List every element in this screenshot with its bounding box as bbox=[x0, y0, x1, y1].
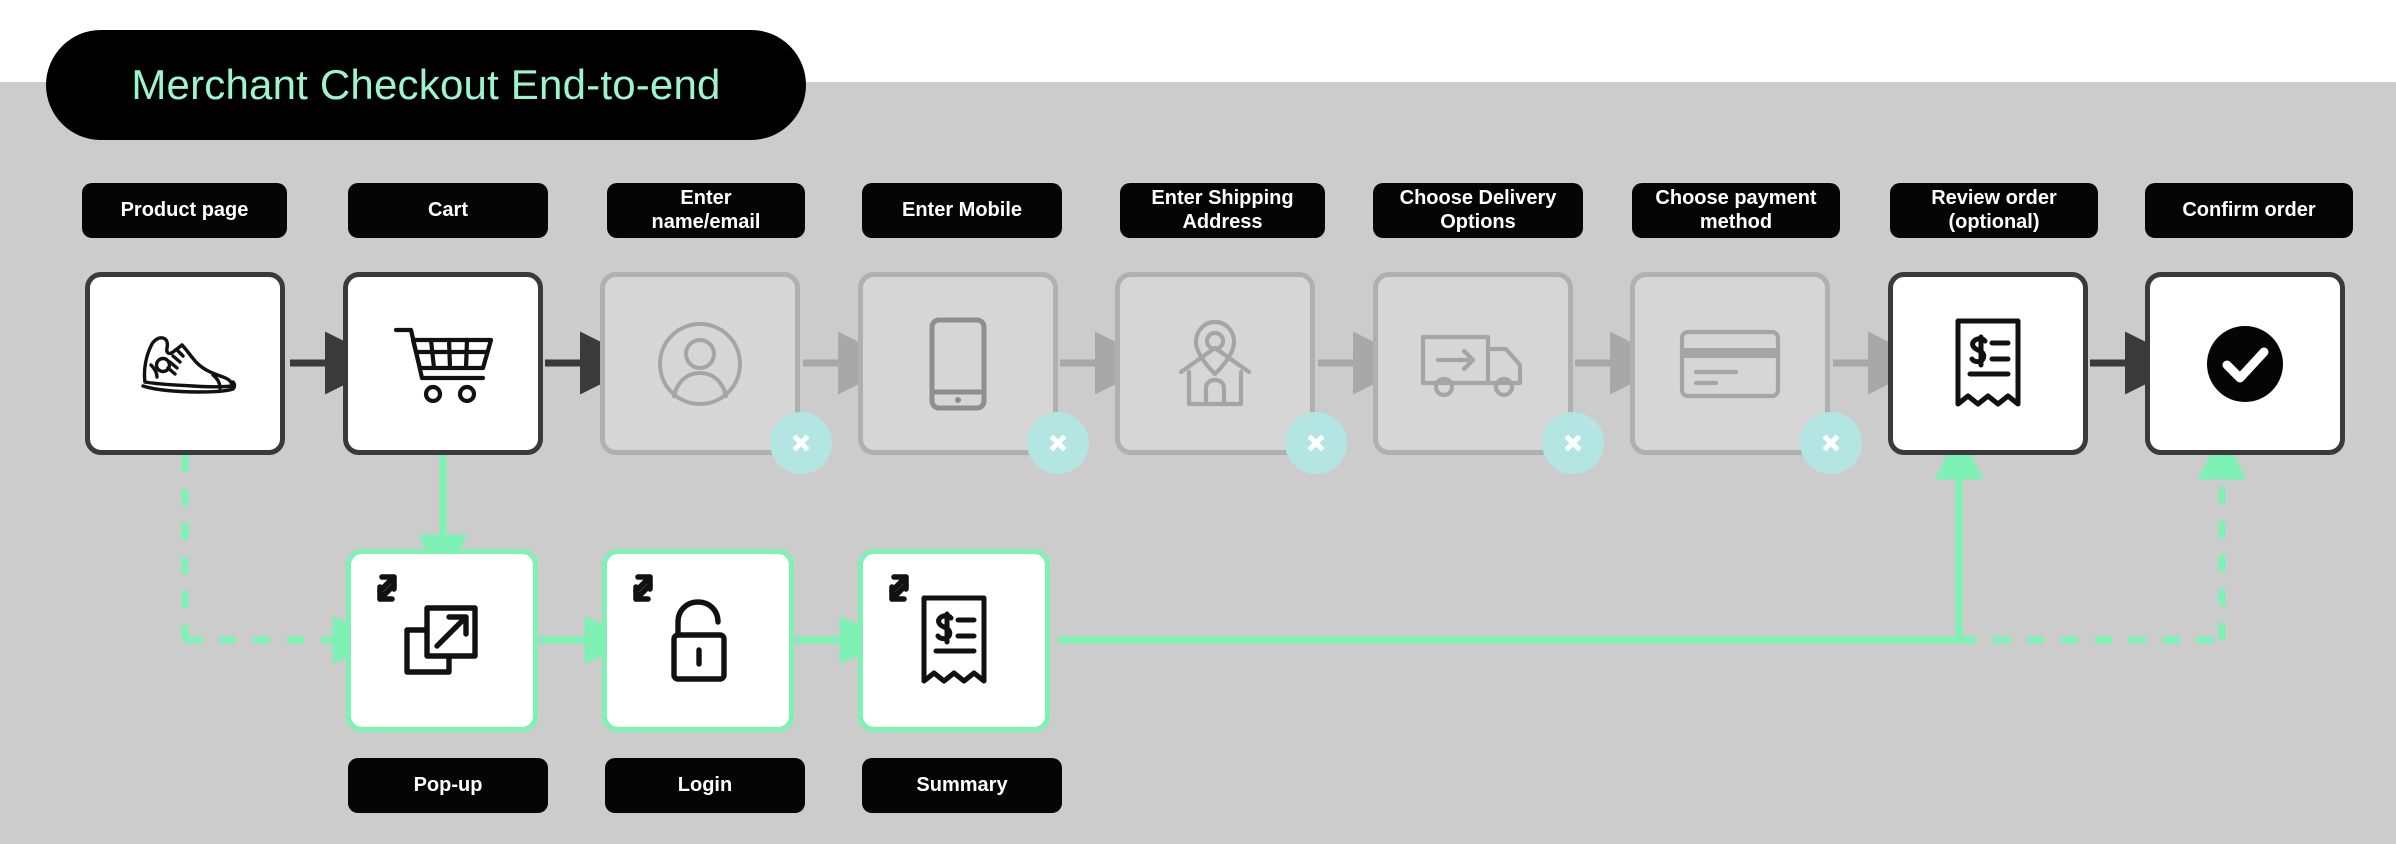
external-window-icon bbox=[404, 604, 478, 675]
card-login[interactable] bbox=[602, 549, 794, 732]
card-review-order[interactable] bbox=[1888, 272, 2088, 455]
unlocked-padlock-icon bbox=[671, 598, 727, 682]
x-mark-icon bbox=[1564, 434, 1582, 452]
card-cart[interactable] bbox=[343, 272, 543, 455]
home-pin-icon bbox=[1178, 319, 1252, 406]
card-shipping-address[interactable] bbox=[1115, 272, 1315, 455]
chip-summary[interactable]: Summary bbox=[862, 758, 1062, 813]
card-pop-up[interactable] bbox=[346, 549, 538, 732]
chip-confirm-order[interactable]: Confirm order bbox=[2145, 183, 2353, 238]
shopping-cart-icon bbox=[393, 327, 493, 403]
link-arrows-icon bbox=[365, 566, 409, 610]
skip-badge-enter-name-email[interactable] bbox=[770, 412, 832, 474]
link-arrows-icon bbox=[877, 566, 921, 610]
x-mark-icon bbox=[1307, 434, 1325, 452]
page-title-text: Merchant Checkout End-to-end bbox=[131, 61, 721, 108]
user-circle-icon bbox=[658, 321, 742, 406]
chip-pop-up[interactable]: Pop-up bbox=[348, 758, 548, 813]
chip-cart[interactable]: Cart bbox=[348, 183, 548, 238]
card-confirm-order[interactable] bbox=[2145, 272, 2345, 455]
chip-enter-mobile[interactable]: Enter Mobile bbox=[862, 183, 1062, 238]
chip-review-order[interactable]: Review order(optional) bbox=[1890, 183, 2098, 238]
card-delivery-options[interactable] bbox=[1373, 272, 1573, 455]
receipt-icon bbox=[921, 595, 987, 683]
x-mark-icon bbox=[792, 434, 810, 452]
mobile-phone-icon bbox=[929, 317, 987, 410]
card-summary[interactable] bbox=[858, 549, 1050, 732]
page-title: Merchant Checkout End-to-end bbox=[46, 30, 806, 140]
card-payment-method[interactable] bbox=[1630, 272, 1830, 455]
x-mark-icon bbox=[1049, 434, 1067, 452]
card-product-page[interactable] bbox=[85, 272, 285, 455]
skip-badge-shipping-address[interactable] bbox=[1285, 412, 1347, 474]
chip-login[interactable]: Login bbox=[605, 758, 805, 813]
card-enter-mobile[interactable] bbox=[858, 272, 1058, 455]
sneaker-icon bbox=[141, 335, 237, 394]
chip-product-page[interactable]: Product page bbox=[82, 183, 287, 238]
link-arrows-icon bbox=[621, 566, 665, 610]
skip-badge-payment-method[interactable] bbox=[1800, 412, 1862, 474]
card-enter-name-email[interactable] bbox=[600, 272, 800, 455]
skip-badge-delivery-options[interactable] bbox=[1542, 412, 1604, 474]
x-mark-icon bbox=[1822, 434, 1840, 452]
delivery-truck-icon bbox=[1420, 334, 1523, 397]
receipt-icon bbox=[1955, 318, 2021, 406]
credit-card-icon bbox=[1679, 329, 1781, 398]
skip-badge-enter-mobile[interactable] bbox=[1027, 412, 1089, 474]
check-circle-icon bbox=[2207, 325, 2283, 402]
